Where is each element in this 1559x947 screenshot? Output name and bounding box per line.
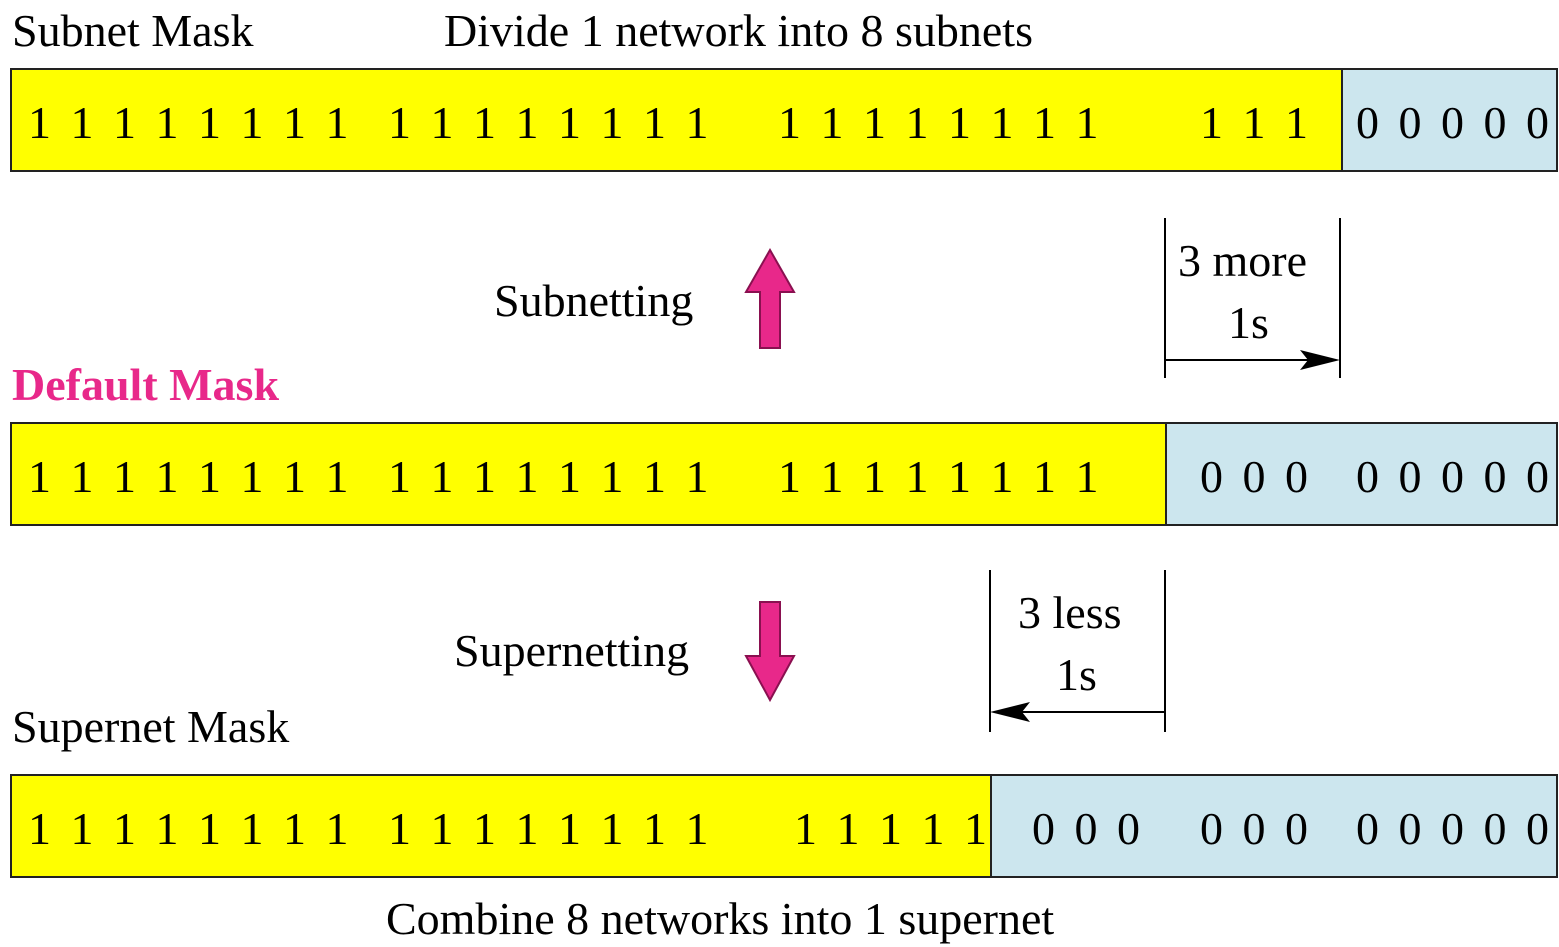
supernet-octet-3: 1 1 1 1 1: [794, 803, 991, 854]
subnetting-note-line2: 1s: [1228, 297, 1269, 348]
supernetting-note-line2: 1s: [1056, 649, 1097, 700]
supernet-zeros-a: 0 0 0: [1032, 803, 1144, 854]
supernet-zeros-b: 0 0 0: [1200, 803, 1312, 854]
arrow-left-icon: [990, 702, 1030, 722]
default-zeros-b: 0 0 0 0 0: [1356, 451, 1553, 502]
subnet-network-bits: [12, 70, 1342, 170]
three-more-ones-bracket: [1164, 218, 1341, 378]
subnet-divider: [1341, 70, 1343, 170]
subnet-mask-bar: [10, 68, 1558, 172]
subnetting-label: Subnetting: [494, 275, 694, 326]
default-network-bits: [12, 424, 1166, 524]
default-octet-1: 1 1 1 1 1 1 1 1: [28, 451, 353, 502]
three-less-ones-bracket: [989, 570, 1166, 732]
arrow-up-icon: [744, 247, 796, 349]
subnetting-note-line1: 3 more: [1178, 235, 1308, 286]
subnet-mask-title: Subnet Mask: [12, 5, 254, 56]
subnet-host-bits: [1342, 70, 1556, 170]
subnet-caption: Divide 1 network into 8 subnets: [444, 5, 1033, 56]
supernet-host-bits: [991, 776, 1556, 876]
default-octet-2: 1 1 1 1 1 1 1 1: [388, 451, 713, 502]
supernetting-label: Supernetting: [454, 625, 690, 676]
supernet-divider: [990, 776, 992, 876]
supernet-caption: Combine 8 networks into 1 supernet: [386, 893, 1055, 944]
arrow-right-icon: [1300, 350, 1340, 370]
subnet-octet-1: 1 1 1 1 1 1 1 1: [28, 97, 353, 148]
supernet-octet-2: 1 1 1 1 1 1 1 1: [388, 803, 713, 854]
supernet-zeros-c: 0 0 0 0 0: [1356, 803, 1553, 854]
default-mask-title: Default Mask: [12, 359, 280, 410]
supernet-network-bits: [12, 776, 991, 876]
supernet-mask-title: Supernet Mask: [12, 701, 290, 752]
default-octet-3: 1 1 1 1 1 1 1 1: [778, 451, 1103, 502]
subnet-host-zeros: 0 0 0 0 0: [1356, 97, 1553, 148]
supernetting-note-line1: 3 less: [1018, 587, 1122, 638]
default-mask-bar: [10, 422, 1558, 526]
arrow-down-icon: [744, 601, 796, 703]
supernet-octet-1: 1 1 1 1 1 1 1 1: [28, 803, 353, 854]
subnet-octet-3: 1 1 1 1 1 1 1 1: [778, 97, 1103, 148]
default-zeros-a: 0 0 0: [1200, 451, 1312, 502]
subnet-octet-2: 1 1 1 1 1 1 1 1: [388, 97, 713, 148]
default-divider: [1165, 424, 1167, 524]
default-host-bits: [1166, 424, 1556, 524]
subnet-extra-ones: 1 1 1: [1200, 97, 1312, 148]
supernet-mask-bar: [10, 774, 1558, 878]
